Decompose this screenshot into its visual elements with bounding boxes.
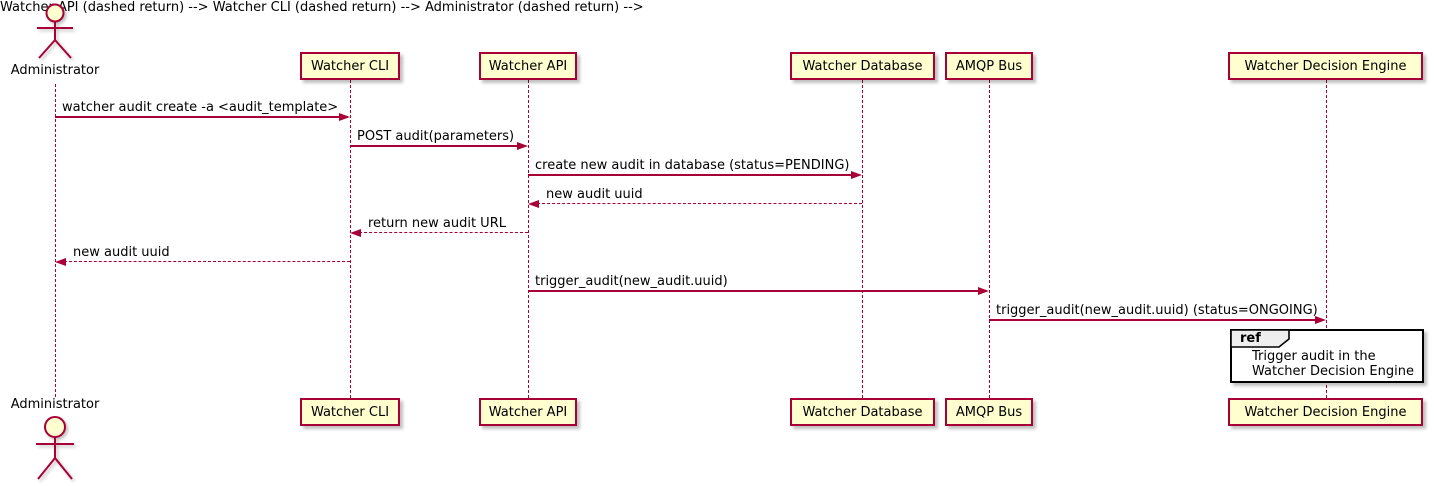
message-line-5: [359, 232, 528, 233]
arrowhead-left-icon: [528, 199, 539, 208]
message-label-6: new audit uuid: [73, 245, 170, 260]
participant-watcher-cli-bottom: Watcher CLI: [300, 398, 400, 426]
participant-watcher-decision-engine-top: Watcher Decision Engine: [1228, 52, 1423, 80]
actor-icon: [37, 3, 73, 59]
arrowhead-left-icon: [55, 257, 66, 266]
participant-amqp-bus-top: AMQP Bus: [945, 52, 1033, 80]
arrowhead-right-icon: [339, 112, 350, 121]
arrowhead-right-icon: [978, 286, 989, 295]
lifeline-watcher-cli: [349, 80, 351, 398]
message-label-8: trigger_audit(new_audit.uuid) (status=ON…: [996, 303, 1318, 318]
arrowhead-left-icon: [350, 228, 361, 237]
ref-text: Trigger audit in the Watcher Decision En…: [1252, 349, 1414, 379]
ref-keyword: ref: [1240, 331, 1261, 346]
participant-watcher-api-top: Watcher API: [479, 52, 577, 80]
lifeline-watcher-decision-engine: [1325, 80, 1327, 398]
actor-label-top: Administrator: [10, 63, 100, 78]
message-label-4: new audit uuid: [546, 187, 643, 202]
participant-amqp-bus-bottom: AMQP Bus: [945, 398, 1033, 426]
message-label-7: trigger_audit(new_audit.uuid): [535, 274, 728, 289]
lifeline-watcher-database: [861, 80, 863, 398]
ref-text-line-1: Trigger audit in the: [1252, 349, 1376, 364]
ref-fragment: ref Trigger audit in the Watcher Decisio…: [1230, 329, 1424, 383]
arrowhead-right-icon: [851, 170, 862, 179]
message-label-1: watcher audit create -a <audit_template>: [62, 100, 339, 115]
ref-tab-icon: [1230, 329, 1290, 348]
participant-watcher-decision-engine-bottom: Watcher Decision Engine: [1228, 398, 1423, 426]
message-line-2: [350, 145, 518, 147]
participant-watcher-database-top: Watcher Database: [790, 52, 935, 80]
arrowhead-right-icon: [517, 141, 528, 150]
participant-watcher-api-bottom: Watcher API: [479, 398, 577, 426]
message-line-1: [55, 116, 340, 118]
participant-watcher-cli-top: Watcher CLI: [300, 52, 400, 80]
message-label-5: return new audit URL: [368, 216, 506, 231]
arrowhead-right-icon: [1315, 315, 1326, 324]
message-line-3: [528, 174, 852, 176]
lifeline-watcher-api: [527, 80, 529, 398]
message-line-7: [528, 290, 979, 292]
lifeline-amqp-bus: [988, 80, 990, 398]
message-label-2: POST audit(parameters): [357, 129, 515, 144]
participant-watcher-database-bottom: Watcher Database: [790, 398, 935, 426]
message-label-3: create new audit in database (status=PEN…: [535, 158, 850, 173]
actor-icon: [36, 416, 74, 480]
actor-label-bottom: Administrator: [10, 397, 100, 412]
message-line-6: [64, 261, 350, 262]
lifeline-administrator: [54, 84, 56, 397]
ref-text-line-2: Watcher Decision Engine: [1252, 364, 1414, 379]
message-line-8: [989, 319, 1316, 321]
message-line-4: [537, 203, 862, 204]
